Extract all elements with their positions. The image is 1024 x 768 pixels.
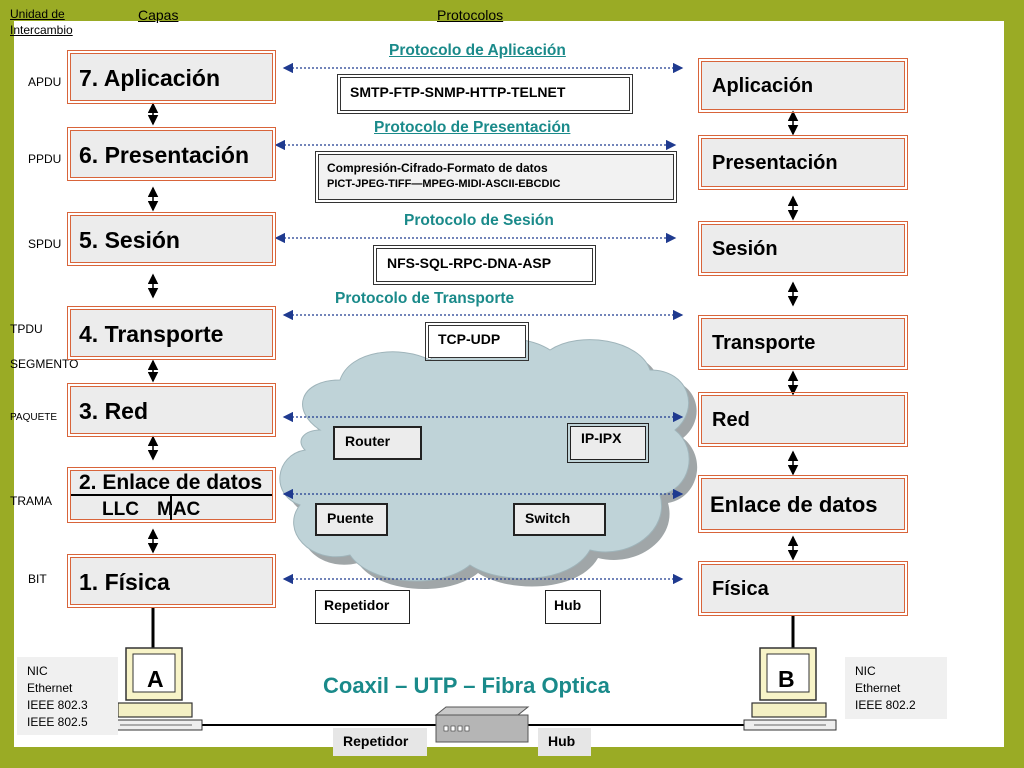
unit-trama: TRAMA bbox=[10, 494, 52, 508]
nic-right-line3: IEEE 802.2 bbox=[855, 698, 916, 712]
right-layer-physical: Física bbox=[698, 561, 908, 616]
cloud-puente: Puente bbox=[315, 503, 388, 536]
left-layer-datalink: 2. Enlace de datos LLC MAC bbox=[67, 467, 276, 523]
right-layer-session: Sesión bbox=[698, 221, 908, 276]
right-layer-network: Red bbox=[698, 392, 908, 447]
hub-device-icon bbox=[434, 706, 530, 743]
bottom-repetidor: Repetidor bbox=[333, 728, 427, 756]
pres-protocol-list: Compresión-Cifrado-Formato de datos PICT… bbox=[315, 151, 677, 203]
right-layer-presentation: Presentación bbox=[698, 135, 908, 190]
unit-tpdu: TPDU bbox=[10, 322, 43, 336]
right-layer-presentation-label: Presentación bbox=[712, 152, 838, 174]
unit-segmento: SEGMENTO bbox=[10, 357, 79, 371]
unit-apdu: APDU bbox=[28, 75, 62, 89]
ses-protocol-list-text: NFS-SQL-RPC-DNA-ASP bbox=[387, 255, 552, 271]
nic-right-line2: Ethernet bbox=[855, 681, 901, 695]
pres-protocol-line2: PICT-JPEG-TIFF—MPEG-MIDI-ASCII-EBCDIC bbox=[327, 178, 561, 190]
bottom-hub: Hub bbox=[538, 728, 591, 756]
trans-protocol-list: TCP-UDP bbox=[425, 322, 529, 361]
cloud-ip-ipx: IP-IPX bbox=[567, 423, 649, 463]
left-layer-physical-label: 1. Física bbox=[79, 569, 170, 595]
left-layer-network: 3. Red bbox=[67, 383, 276, 437]
nic-left-line1: NIC bbox=[27, 664, 48, 678]
right-layer-application: Aplicación bbox=[698, 58, 908, 113]
header-unit: Unidad de Intercambio bbox=[10, 6, 73, 38]
left-layer-transport: 4. Transporte bbox=[67, 306, 276, 360]
ses-protocol-list: NFS-SQL-RPC-DNA-ASP bbox=[373, 245, 596, 285]
right-layer-datalink-label: Enlace de datos bbox=[710, 492, 878, 517]
unit-paquete: PAQUETE bbox=[10, 412, 58, 423]
computer-a-icon bbox=[109, 647, 203, 731]
right-layer-transport: Transporte bbox=[698, 315, 908, 370]
pres-protocol-title: Protocolo de Presentación bbox=[374, 119, 571, 136]
app-protocol-list-text: SMTP-FTP-SNMP-HTTP-TELNET bbox=[350, 84, 566, 100]
left-layer-session: 5. Sesión bbox=[67, 212, 276, 266]
ses-protocol-title: Protocolo de Sesión bbox=[404, 212, 554, 229]
host-a-label: A bbox=[147, 666, 164, 692]
unit-ppdu: PPDU bbox=[28, 152, 62, 166]
llc-mac-divider bbox=[170, 494, 172, 520]
app-protocol-list: SMTP-FTP-SNMP-HTTP-TELNET bbox=[337, 74, 633, 114]
mac-label: MAC bbox=[157, 499, 201, 520]
unit-bit: BIT bbox=[28, 572, 47, 586]
header-layers: Capas bbox=[138, 7, 179, 23]
llc-label: LLC bbox=[102, 499, 139, 520]
right-layer-session-label: Sesión bbox=[712, 238, 778, 260]
left-layer-presentation: 6. Presentación bbox=[67, 127, 276, 181]
left-layer-application-label: 7. Aplicación bbox=[79, 65, 221, 91]
nic-info-right: NIC Ethernet IEEE 802.2 bbox=[845, 657, 947, 719]
right-layer-network-label: Red bbox=[712, 409, 750, 431]
app-protocol-title: Protocolo de Aplicación bbox=[389, 42, 566, 59]
trans-protocol-list-text: TCP-UDP bbox=[438, 331, 501, 347]
header-unit-line1: Unidad de bbox=[10, 7, 65, 21]
physical-hub: Hub bbox=[545, 590, 601, 624]
nic-left-line2: Ethernet bbox=[27, 681, 73, 695]
left-layer-application: 7. Aplicación bbox=[67, 50, 276, 104]
pres-protocol-line1: Compresión-Cifrado-Formato de datos bbox=[327, 161, 548, 175]
host-b-label: B bbox=[778, 666, 795, 692]
nic-right-line1: NIC bbox=[855, 664, 876, 678]
nic-left-line4: IEEE 802.5 bbox=[27, 715, 88, 729]
left-layer-datalink-label: 2. Enlace de datos bbox=[79, 471, 263, 494]
left-layer-physical: 1. Física bbox=[67, 554, 276, 608]
left-layer-transport-label: 4. Transporte bbox=[79, 321, 224, 347]
header-protocols: Protocolos bbox=[437, 7, 504, 23]
right-layer-physical-label: Física bbox=[712, 578, 769, 600]
unit-spdu: SPDU bbox=[28, 237, 62, 251]
left-layer-presentation-label: 6. Presentación bbox=[79, 142, 250, 168]
physical-repetidor: Repetidor bbox=[315, 590, 410, 624]
protocol-arrows bbox=[274, 62, 684, 585]
left-layer-session-label: 5. Sesión bbox=[79, 227, 180, 253]
left-layer-network-label: 3. Red bbox=[79, 398, 149, 424]
nic-left-line3: IEEE 802.3 bbox=[27, 698, 88, 712]
header-unit-line2: Intercambio bbox=[10, 23, 73, 37]
cloud-router: Router bbox=[333, 426, 422, 460]
right-layer-datalink: Enlace de datos bbox=[698, 475, 908, 533]
media-types: Coaxil – UTP – Fibra Optica bbox=[323, 673, 610, 698]
right-layer-transport-label: Transporte bbox=[712, 332, 816, 354]
computer-b-icon bbox=[743, 647, 837, 731]
network-cloud bbox=[279, 337, 698, 590]
nic-info-left: NIC Ethernet IEEE 802.3 IEEE 802.5 bbox=[17, 657, 118, 735]
right-layer-application-label: Aplicación bbox=[712, 75, 814, 97]
cloud-switch: Switch bbox=[513, 503, 606, 536]
trans-protocol-title: Protocolo de Transporte bbox=[335, 290, 515, 307]
